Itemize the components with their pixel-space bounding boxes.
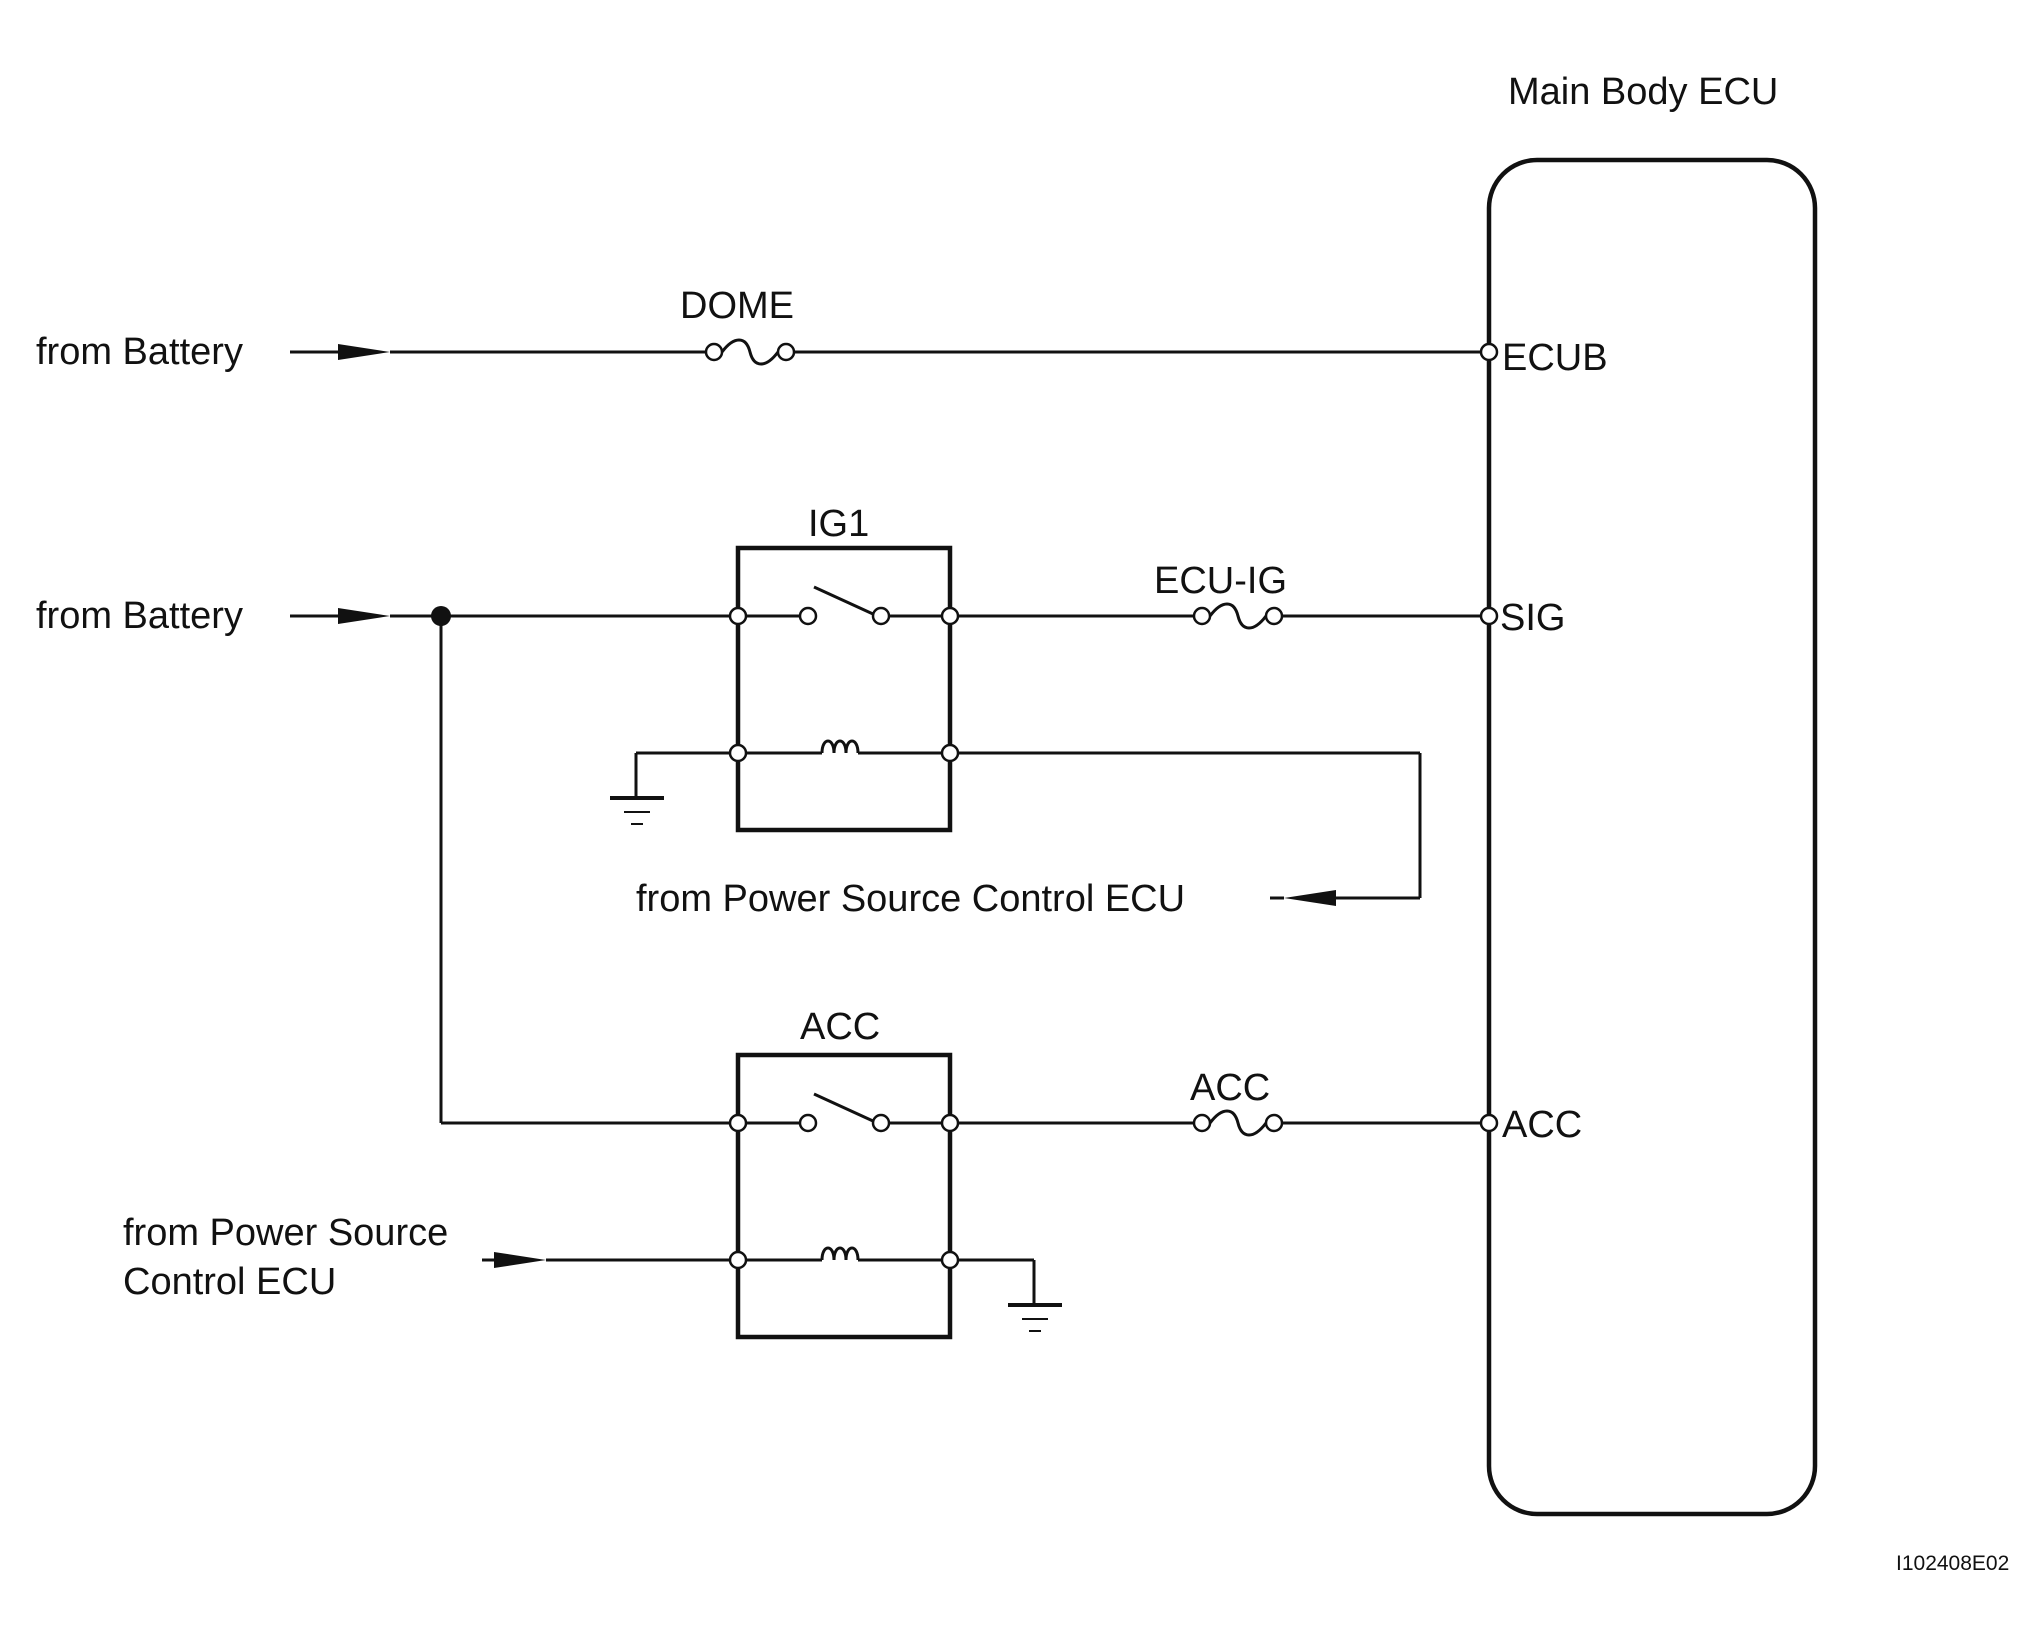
ig1-relay-box (735, 545, 953, 833)
coil-icon (728, 739, 960, 763)
ecub-terminal (1479, 342, 1499, 362)
main-body-ecu: Main Body ECU ECUB SIG ACC (1479, 71, 1818, 1517)
sig-label: SIG (1500, 597, 1565, 639)
ecu-title: Main Body ECU (1508, 71, 1778, 113)
acc-relay-box (735, 1052, 953, 1340)
fuse-icon (1192, 602, 1284, 630)
acc-terminal (1479, 1113, 1499, 1133)
battery-source-2: from Battery (36, 595, 243, 637)
psc-source-acc-line1: from Power Source (123, 1212, 448, 1254)
arrow-icon (1284, 890, 1336, 906)
coil-icon (728, 1246, 960, 1270)
ig1-circuit: from Battery IG1 (36, 503, 1481, 1123)
switch-icon (728, 585, 960, 626)
acc-terminal-label: ACC (1502, 1104, 1582, 1146)
battery-source-1: from Battery (36, 331, 243, 373)
fuse-icon (704, 338, 796, 366)
psc-source-acc-line2: Control ECU (123, 1261, 336, 1303)
dome-circuit: from Battery DOME (36, 285, 1481, 373)
figure-id: I102408E02 (1896, 1552, 2009, 1575)
sig-terminal (1479, 606, 1499, 626)
ecu-ig-fuse-label: ECU-IG (1154, 560, 1287, 602)
ground-icon (610, 796, 664, 825)
arrow-icon (338, 344, 390, 360)
arrow-icon (494, 1252, 546, 1268)
acc-fuse-label: ACC (1190, 1067, 1270, 1109)
psc-source-ig1: from Power Source Control ECU (636, 878, 1185, 920)
ecub-label: ECUB (1502, 337, 1608, 379)
acc-circuit: ACC ACC from Power Source Control EC (123, 1006, 1481, 1340)
dome-fuse-label: DOME (680, 285, 794, 327)
acc-relay-label: ACC (800, 1006, 880, 1048)
switch-icon (728, 1092, 960, 1133)
fuse-icon (1192, 1109, 1284, 1137)
ground-icon (1008, 1303, 1062, 1332)
arrow-icon (338, 608, 390, 624)
ecu-box (1486, 157, 1818, 1517)
ig1-relay-label: IG1 (808, 503, 869, 545)
